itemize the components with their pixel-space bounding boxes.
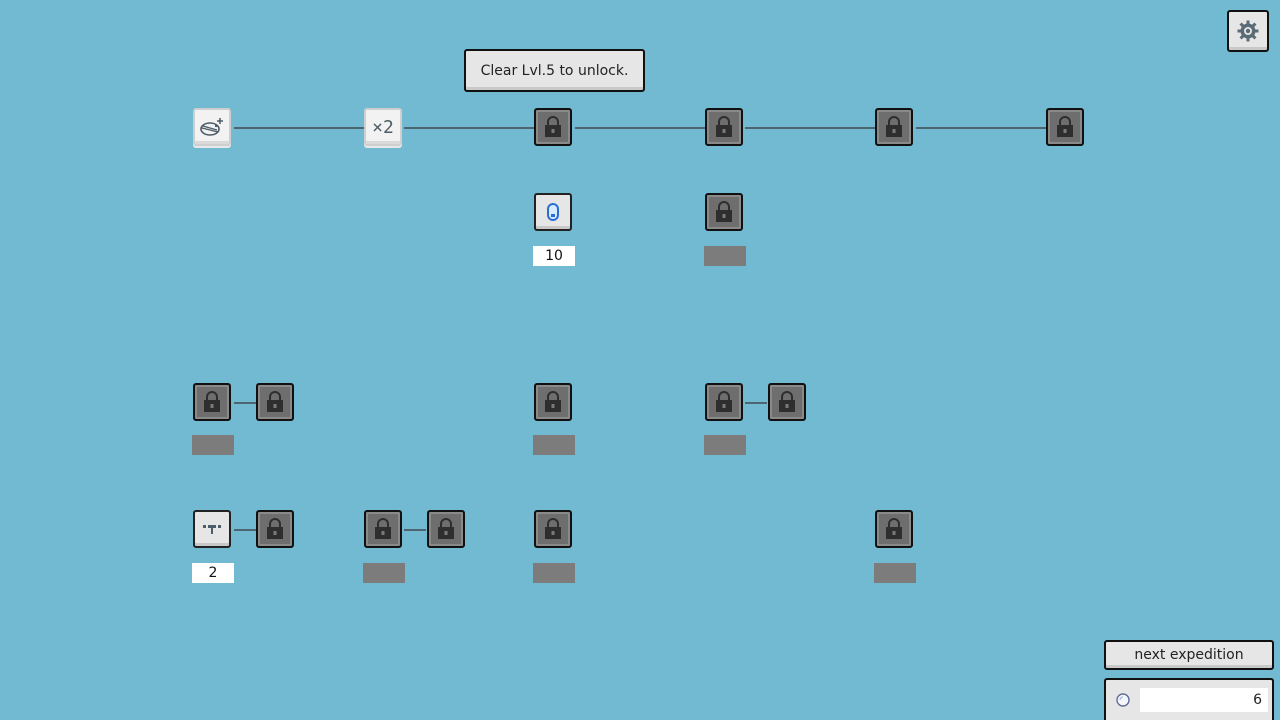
connector (575, 127, 705, 129)
tree-node-lamp[interactable] (193, 510, 231, 548)
currency-panel: 6 (1104, 678, 1274, 720)
connector (404, 127, 534, 129)
node-cost-placeholder (704, 435, 746, 455)
tree-node-locked[interactable] (705, 383, 743, 421)
lock-icon (886, 116, 902, 137)
gear-icon (1237, 20, 1259, 42)
tree-node-locked[interactable] (875, 510, 913, 548)
tree-node-locked[interactable] (193, 383, 231, 421)
lock-icon (716, 201, 732, 222)
tree-node-locked[interactable] (875, 108, 913, 146)
node-cost-label: 2 (192, 563, 234, 583)
connector (745, 127, 875, 129)
lock-icon (267, 391, 283, 412)
multiplier-label: ×2 (372, 116, 394, 138)
tree-node-multiplier[interactable]: ×2 (364, 108, 402, 146)
node-cost-label: 10 (533, 246, 575, 266)
tree-node-locked[interactable] (427, 510, 465, 548)
lock-icon (438, 518, 454, 539)
tree-node-locked[interactable] (534, 383, 572, 421)
tree-node-locked[interactable] (364, 510, 402, 548)
tree-node-locked[interactable] (1046, 108, 1084, 146)
lock-icon (716, 116, 732, 137)
tree-node-locked[interactable] (256, 510, 294, 548)
node-cost-placeholder (363, 563, 405, 583)
lock-icon (545, 391, 561, 412)
node-cost-placeholder (192, 435, 234, 455)
connector (234, 529, 256, 531)
planet-sparkle-icon (200, 118, 223, 136)
tree-node-locked[interactable] (705, 193, 743, 231)
lock-icon (716, 391, 732, 412)
tree-node-locked[interactable] (256, 383, 294, 421)
lock-icon (204, 391, 220, 412)
node-cost-placeholder (533, 563, 575, 583)
lock-icon (267, 518, 283, 539)
next-expedition-button[interactable]: next expedition (1104, 640, 1274, 670)
tree-node-locked[interactable] (768, 383, 806, 421)
lock-icon (545, 518, 561, 539)
lamp-icon (203, 525, 221, 534)
connector (916, 127, 1046, 129)
node-cost-placeholder (533, 435, 575, 455)
connector (745, 402, 767, 404)
currency-value: 6 (1140, 688, 1268, 712)
orb-icon (1116, 693, 1130, 707)
lock-icon (375, 518, 391, 539)
connector (404, 529, 426, 531)
lock-icon (779, 391, 795, 412)
tree-node-locked[interactable] (705, 108, 743, 146)
settings-button[interactable] (1227, 10, 1269, 52)
unlock-tooltip: Clear Lvl.5 to unlock. (464, 49, 645, 92)
capsule-icon (547, 203, 559, 221)
lock-icon (886, 518, 902, 539)
node-cost-placeholder (874, 563, 916, 583)
node-cost-placeholder (704, 246, 746, 266)
connector (234, 127, 364, 129)
lock-icon (1057, 116, 1073, 137)
tree-node-locked[interactable] (534, 510, 572, 548)
lock-icon (545, 116, 561, 137)
tree-node-capsule[interactable] (534, 193, 572, 231)
tree-node-start[interactable] (193, 108, 231, 146)
tree-node-locked[interactable] (534, 108, 572, 146)
connector (234, 402, 256, 404)
